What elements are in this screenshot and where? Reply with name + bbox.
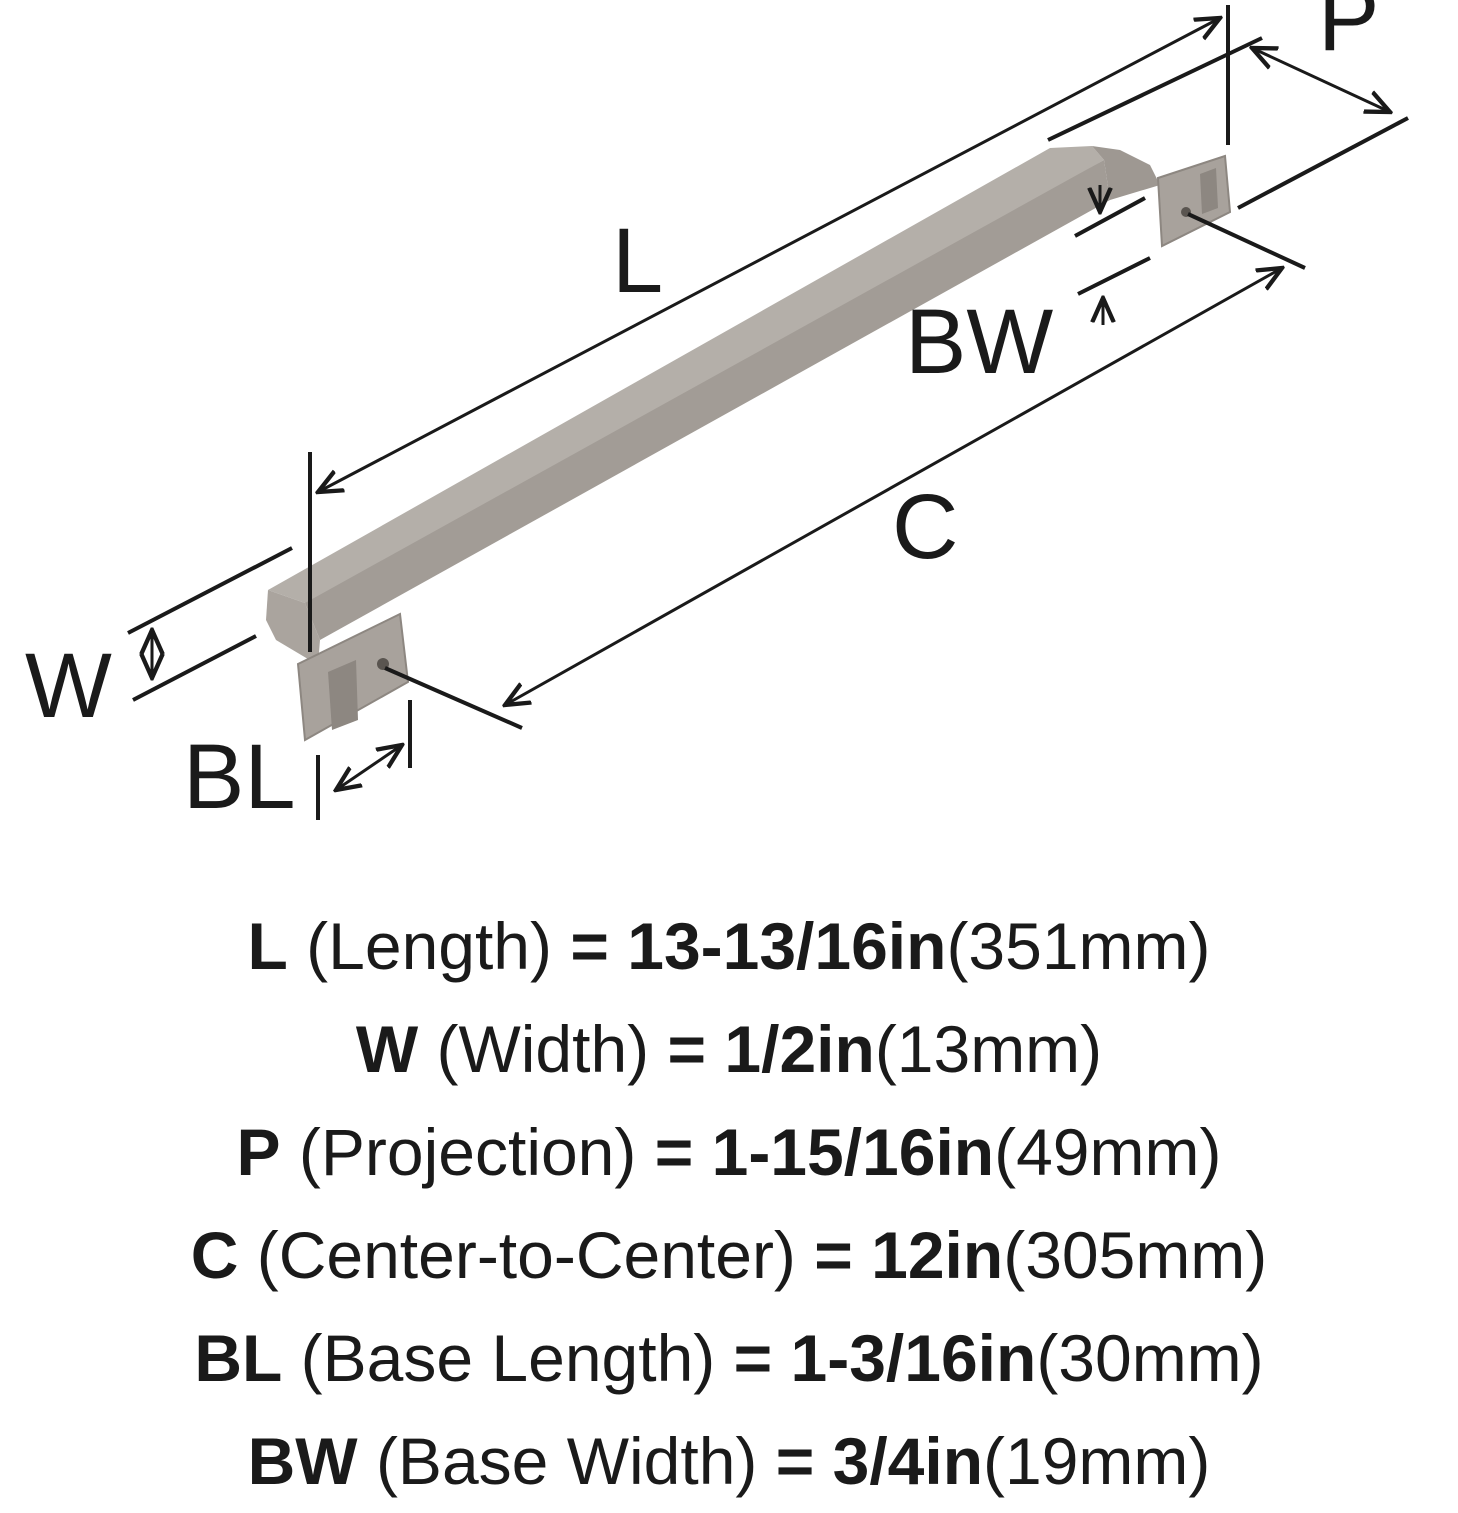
label-l: L: [612, 210, 663, 312]
spec-eq: =: [654, 1115, 694, 1189]
spec-row-length: L (Length) = 13-13/16in(351mm): [0, 895, 1458, 998]
spec-name: (Length): [306, 909, 552, 983]
spec-inch: 1-3/16in: [790, 1321, 1037, 1395]
dimension-lines: [127, 5, 1409, 820]
spec-mm: (351mm): [946, 909, 1211, 983]
spec-key: C: [190, 1218, 239, 1292]
spec-inch: 1/2in: [724, 1012, 875, 1086]
spec-row-width: W (Width) = 1/2in(13mm): [0, 998, 1458, 1101]
label-c: C: [892, 476, 958, 578]
spec-eq: =: [570, 909, 609, 983]
spec-mm: (13mm): [874, 1012, 1103, 1086]
spec-key: BW: [247, 1424, 358, 1498]
spec-row-projection: P (Projection) = 1-15/16in(49mm): [0, 1101, 1458, 1204]
spec-mm: (305mm): [1003, 1218, 1268, 1292]
spec-row-base-width: BW (Base Width) = 3/4in(19mm): [0, 1410, 1458, 1513]
spec-eq: =: [814, 1218, 853, 1292]
label-w: W: [25, 635, 112, 737]
spec-inch: 12in: [871, 1218, 1004, 1292]
spec-row-base-length: BL (Base Length) = 1-3/16in(30mm): [0, 1307, 1458, 1410]
spec-mm: (30mm): [1036, 1321, 1264, 1395]
handle-dimension-diagram: L P BW C W BL: [25, 0, 1409, 828]
spec-eq: =: [733, 1321, 773, 1395]
spec-eq: =: [775, 1424, 815, 1498]
spec-name: (Width): [436, 1012, 650, 1086]
spec-name: (Center-to-Center): [256, 1218, 796, 1292]
spec-inch: 3/4in: [832, 1424, 984, 1498]
label-bl: BL: [183, 726, 296, 828]
spec-mm: (19mm): [983, 1424, 1211, 1498]
spec-inch: 13-13/16in: [627, 909, 947, 983]
dimension-specs: L (Length) = 13-13/16in(351mm) W (Width)…: [0, 895, 1458, 1513]
label-bw: BW: [905, 291, 1053, 393]
spec-name: (Projection): [298, 1115, 637, 1189]
spec-key: L: [247, 909, 288, 983]
spec-name: (Base Width): [375, 1424, 758, 1498]
spec-row-center: C (Center-to-Center) = 12in(305mm): [0, 1204, 1458, 1307]
spec-eq: =: [667, 1012, 707, 1086]
spec-key: BL: [194, 1321, 283, 1395]
spec-key: P: [236, 1115, 281, 1189]
spec-mm: (49mm): [994, 1115, 1222, 1189]
spec-name: (Base Length): [300, 1321, 716, 1395]
spec-inch: 1-15/16in: [711, 1115, 995, 1189]
spec-key: W: [355, 1012, 419, 1086]
label-p: P: [1318, 0, 1379, 70]
